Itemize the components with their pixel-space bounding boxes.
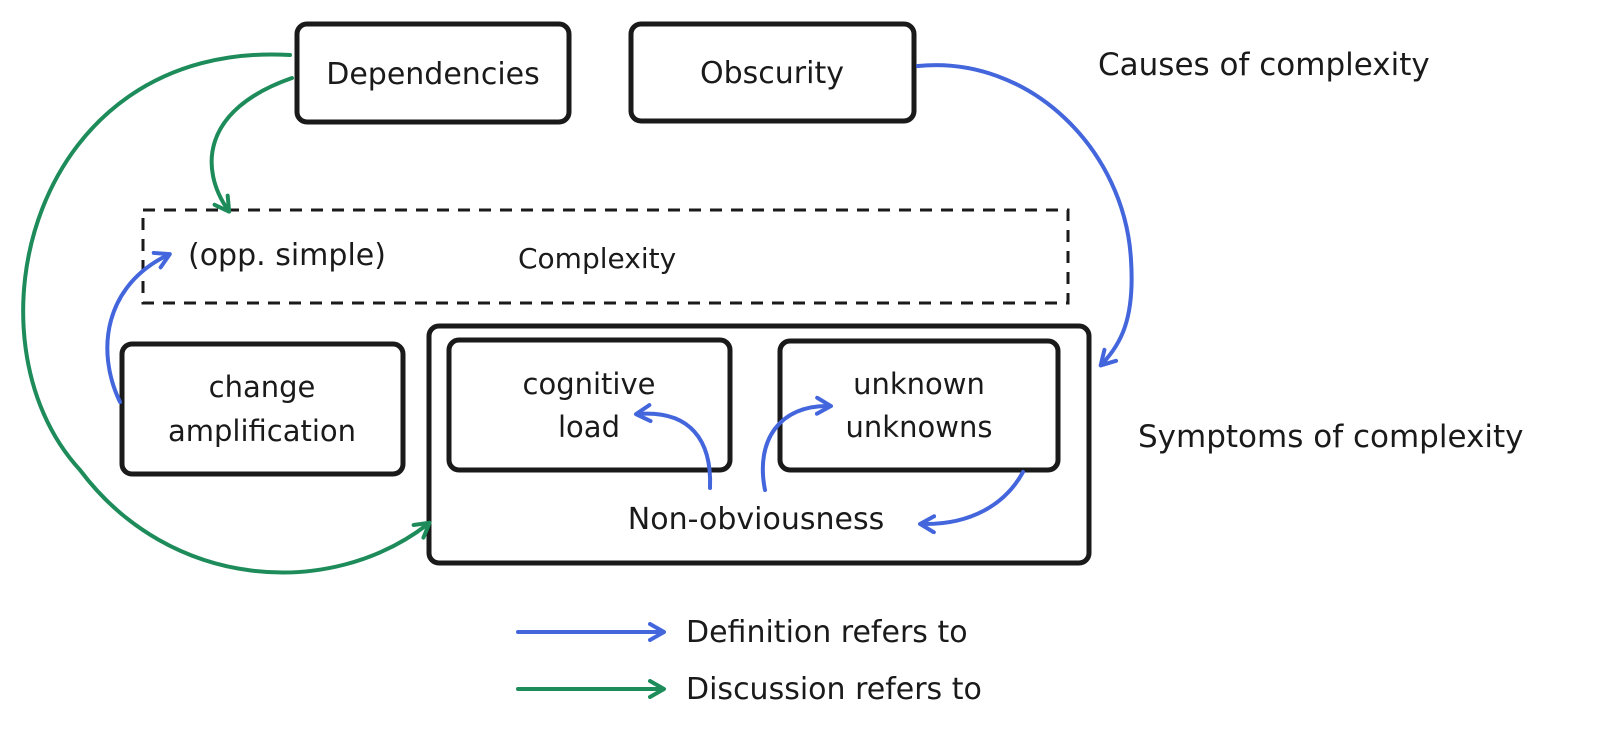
cognitive-load-line-2: load	[558, 410, 620, 444]
change-amplification-line-1: change	[209, 370, 316, 404]
dependencies-to-complexity-arrow	[209, 76, 294, 214]
symptoms-heading: Symptoms of complexity	[1138, 419, 1523, 455]
change-amplification-box: change amplification	[119, 341, 406, 477]
cognitive-load-line-1: cognitive	[523, 367, 656, 401]
non-obviousness-to-unknown-unknowns-arrow	[760, 395, 833, 492]
obscurity-label: Obscurity	[700, 56, 844, 91]
obscurity-to-symptoms-arrow	[916, 63, 1134, 368]
dependencies-box: Dependencies	[294, 21, 572, 125]
opposite-label: (opp. simple)	[188, 238, 386, 273]
change-amplification-line-2: amplification	[168, 414, 356, 448]
legend-definition-label: Definition refers to	[686, 615, 968, 650]
dependencies-label: Dependencies	[326, 57, 540, 92]
complexity-box: (opp. simple) Complexity	[141, 208, 1070, 305]
non-obviousness-label: Non-obviousness	[628, 502, 884, 537]
dependencies-to-non-obviousness-arrow	[21, 52, 432, 575]
unknown-unknowns-box: unknown unknowns	[777, 338, 1061, 473]
change-amplification-to-complexity-arrow	[105, 250, 172, 404]
legend: Definition refers to Discussion refers t…	[516, 615, 982, 707]
legend-discussion: Discussion refers to	[516, 672, 982, 707]
obscurity-box: Obscurity	[628, 21, 917, 124]
unknown-unknowns-to-non-obviousness-arrow	[918, 470, 1025, 535]
cognitive-load-box: cognitive load	[446, 337, 733, 473]
complexity-label: Complexity	[518, 242, 676, 275]
unknown-unknowns-line-2: unknowns	[846, 410, 993, 444]
causes-heading: Causes of complexity	[1098, 47, 1430, 83]
non-obviousness-to-cognitive-load-arrow	[634, 403, 713, 490]
legend-definition: Definition refers to	[516, 615, 968, 650]
unknown-unknowns-line-1: unknown	[853, 367, 985, 401]
legend-discussion-label: Discussion refers to	[686, 672, 982, 707]
